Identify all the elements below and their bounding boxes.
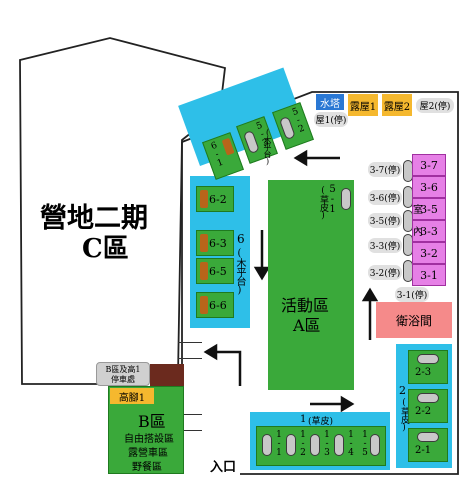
tent-icon (200, 234, 208, 252)
zone-b-line-2: 露營車區 (128, 448, 168, 459)
arrow-up-icon (361, 287, 379, 302)
zone-a[interactable] (268, 180, 354, 390)
gate-icon (178, 342, 202, 343)
gate-icon (178, 430, 202, 431)
site-6-3[interactable]: 6-3 (196, 230, 234, 256)
zone-6-spacer (196, 212, 234, 222)
gate-icon (178, 414, 202, 415)
b-parking[interactable]: B區及高1 停車處 (96, 362, 150, 386)
cabin-2[interactable]: 露屋2 (382, 94, 412, 116)
parking-3-1: 3-1(停) (395, 287, 429, 302)
tent-icon (200, 296, 208, 314)
parking-slot (417, 393, 439, 403)
zone-2-label: 2 (399, 384, 406, 397)
tent-icon (221, 137, 235, 156)
parking-3-7: 3-7(停) (368, 162, 402, 177)
zone-1-sites (256, 426, 386, 466)
slanted-note: (木平台) (263, 128, 272, 165)
indoor-mark-1: 室 (413, 205, 423, 216)
bathroom[interactable]: 衛浴間 (376, 302, 452, 338)
parking-3-3: 3-3(停) (368, 238, 402, 253)
zone-6-note: (木平台) (234, 248, 245, 295)
room-3-2[interactable]: 3-2 (412, 242, 446, 264)
site-5-1[interactable]: (草皮) 5-1 (315, 182, 353, 222)
parking-slot (417, 432, 439, 442)
entrance-label: 入口 (210, 460, 237, 475)
room-3-1[interactable]: 3-1 (412, 264, 446, 286)
parking-3-5: 3-5(停) (368, 213, 402, 228)
zone-b-line-1: 自由搭設區 (124, 434, 174, 445)
site-6-6[interactable]: 6-6 (196, 292, 234, 318)
b-parking-dark-block (150, 364, 184, 386)
zone-a-title: 活動區 (281, 296, 330, 315)
arrow-left-icon (293, 149, 308, 167)
site-1-1[interactable]: 1-1 (260, 428, 284, 464)
cabin-1-parking: 屋1(停) (314, 112, 348, 127)
site-1-5[interactable]: 1-5 (358, 428, 382, 464)
site-2-1[interactable]: 2-1 (408, 428, 448, 462)
zone-c-outline (19, 37, 226, 385)
parking-slot (341, 188, 351, 210)
zone-a-subtitle: A區 (293, 316, 321, 335)
cabin-2-parking: 屋2(停) (416, 98, 454, 113)
room-3-7[interactable]: 3-7 (412, 154, 446, 176)
zone-6-label: 6 (237, 232, 245, 246)
zone-c-title: 營地二期 (40, 203, 148, 234)
parking-slot (417, 354, 439, 364)
water-tower: 水塔 (316, 94, 344, 110)
zone-b-line-3: 野餐區 (132, 462, 162, 473)
indoor-mark-2: 內 (413, 227, 423, 238)
gate-icon (178, 358, 202, 359)
arrow-turn-icon (203, 343, 218, 361)
parking-3-2: 3-2(停) (368, 265, 402, 280)
site-1-4[interactable]: 1-4 (332, 428, 356, 464)
site-6-2[interactable]: 6-2 (196, 186, 234, 212)
cabin-1[interactable]: 露屋1 (348, 94, 378, 116)
site-2-2[interactable]: 2-2 (408, 389, 448, 423)
zone-c-subtitle: C區 (82, 234, 129, 264)
site-1-3[interactable]: 1-3 (308, 428, 332, 464)
arrow-down-icon (253, 266, 271, 281)
zone-b-title: B區 (138, 412, 166, 431)
zone-1-label: 1 (300, 414, 307, 425)
site-6-5[interactable]: 6-5 (196, 258, 234, 284)
tent-icon (200, 190, 208, 208)
room-3-6[interactable]: 3-6 (412, 176, 446, 198)
site-1-2[interactable]: 1-2 (284, 428, 308, 464)
room-3-5[interactable]: 3-5 (412, 198, 446, 220)
room-3-3[interactable]: 3-3 (412, 220, 446, 242)
high-booth[interactable]: 高腳1 (110, 388, 154, 404)
zone-2-note: (草皮) (399, 398, 409, 432)
traffic-arrows (203, 149, 379, 413)
parking-3-6: 3-6(停) (368, 190, 402, 205)
tent-icon (200, 262, 208, 280)
zone-1-note: (草皮) (308, 417, 334, 427)
site-2-3[interactable]: 2-3 (408, 350, 448, 384)
arrow-right-icon (340, 395, 355, 413)
